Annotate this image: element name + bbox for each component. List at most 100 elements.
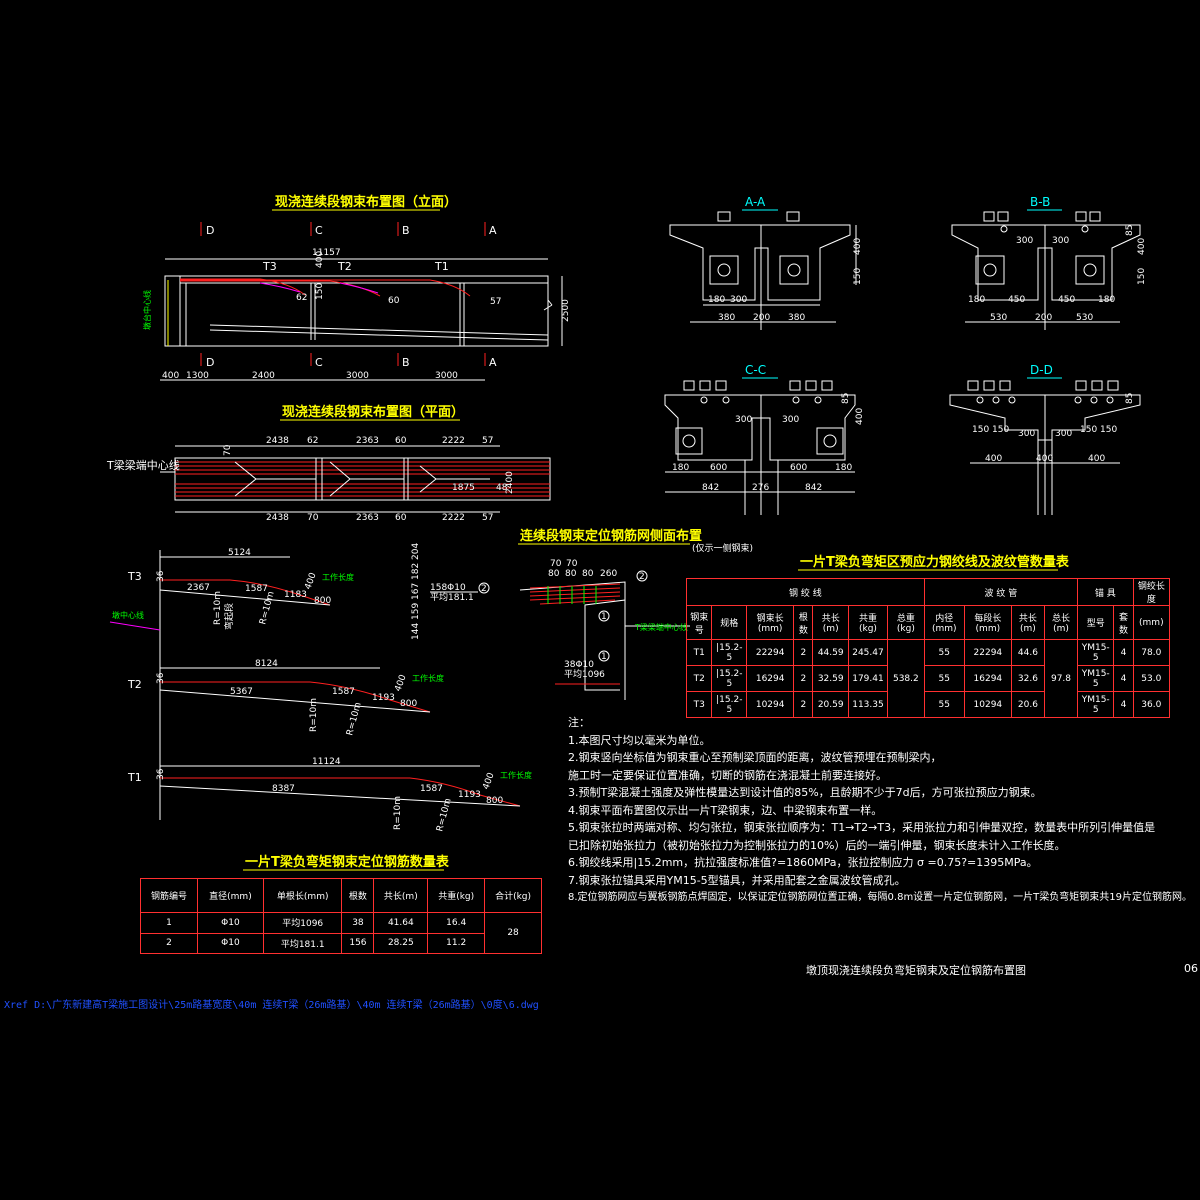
svg-text:85: 85 [1125,393,1135,404]
geom-t1-w: 400 [481,771,496,791]
section-aa: A-A 180 300 380 200 380 400 150 [669,195,863,330]
section-aa-title: A-A [745,195,766,209]
svg-text:276: 276 [752,483,769,493]
side-rebar2-len: 平均1096 [564,668,605,680]
section-cc: C-C 300 300 180 600 600 180 842 276 842 … [664,363,865,515]
svg-text:842: 842 [805,483,822,493]
elevation-height: 2500 [561,299,571,322]
geom-t3-d: 800 [314,596,331,606]
note-line: 5.钢束张拉时两端对称、均匀张拉，钢束张拉顺序为：T1→T2→T3，采用张拉力和… [568,821,1156,834]
elev-val-62: 62 [296,293,307,303]
svg-text:150: 150 [1137,268,1147,285]
plan-outline [174,457,551,501]
svg-text:204: 204 [411,543,421,560]
geom-t3-a: 2367 [187,583,210,593]
svg-text:530: 530 [990,313,1007,323]
plan-top-dim-5: 2222 [442,436,465,446]
side-vertical-marks: 144 159 167 182 204 [411,543,421,640]
side-rebar2: 38Φ10 [564,660,594,670]
svg-text:85: 85 [841,393,851,404]
geom-t1-v: 36 [156,768,166,780]
girder-outline [164,275,549,347]
side-top-4: 80 [565,569,577,579]
svg-text:400: 400 [855,408,865,425]
svg-text:180: 180 [672,463,689,473]
svg-text:180: 180 [1098,295,1115,305]
section-dd-boxes [967,380,1119,391]
tendon-label-t3: T3 [262,260,277,273]
plan-side-label: T梁梁端中心线 [106,458,180,472]
strand-total-length: 97.8 [1043,639,1079,718]
plan-mid-dim-1: 1875 [452,483,475,493]
mark-d-bottom: D [206,356,214,369]
plan-mid-dim-2: 48 [496,483,508,493]
elev-side-label: 墩台中心线 [142,290,152,330]
geom-t3-radius: R=10m [213,591,223,625]
tendon-t3 [180,278,306,296]
tendon-label-t1: T1 [434,260,449,273]
geom-t3-w: 400 [303,571,318,591]
section-bb-title: B-B [1030,195,1050,209]
geom-t1-radius-2: R=10m [435,797,453,832]
svg-text:85: 85 [1125,225,1135,236]
note-line: 已扣除初始张拉力（被初始张拉力为控制张拉力的10%）后的一端引伸量，钢束长度未计… [568,838,1066,852]
strand-group-duct: 波 纹 管 [923,578,1079,606]
table-row: T3 |15.2-5 10294 2 20.59 113.35 55 10294… [685,691,1171,718]
geom-t2-a: 5367 [230,687,253,697]
section-cc-title: C-C [745,363,766,377]
note-line: 施工时一定要保证位置准确，切断的钢筋在浇混凝土前要连接好。 [568,768,887,782]
tendon-geometry: 墩中心线 T3 5124 2367 1587 1183 800 36 400 工… [109,548,532,833]
elev-val-57: 57 [490,297,501,307]
note-line: 4.钢束平面布置图仅示出一片T梁钢束，边、中梁钢束布置一样。 [568,803,883,817]
strand-table-title: 一片T梁负弯矩区预应力钢绞线及波纹管数量表 [800,554,1070,570]
svg-text:380: 380 [718,313,735,323]
plan-bot-dim-1: 2438 [266,513,289,523]
geom-t1-d: 800 [486,796,503,806]
plan-mid-dim-4: 70 [223,444,233,456]
svg-text:182: 182 [411,563,421,580]
svg-text:150: 150 [853,268,863,285]
plan-top-dim-3: 2363 [356,436,379,446]
geom-t1-a: 8387 [272,784,295,794]
svg-text:450: 450 [1008,295,1025,305]
note-line: 8.定位钢筋网应与翼板钢筋点焊固定，以保证定位钢筋网位置正确，每隔0.8m设置一… [568,892,1193,903]
svg-text:300: 300 [782,415,799,425]
side-top-1: 70 [550,559,562,569]
elevation-view: 现浇连续段钢束布置图（立面） D C B A 11157 [142,194,571,381]
geom-t2-radius: R=10m [309,698,319,732]
geom-t1-total: 11124 [312,757,341,767]
svg-text:450: 450 [1058,295,1075,305]
plan-mid-dim-3: 2400 [505,471,515,494]
table-row: T2 |15.2-5 16294 2 32.59 179.41 55 16294… [685,665,1171,692]
geom-t1-tag: 工作长度 [500,770,532,780]
rebar-table: 钢筋编号 直径(mm) 单根长(mm) 根数 共长(m) 共重(kg) 合计(k… [140,878,542,954]
notes-block: 注： 1.本图尺寸均以毫米为单位。 2.钢束竖向坐标值为钢束重心至预制梁顶面的距… [568,714,1198,907]
geom-t2-v: 36 [156,672,166,684]
sheet-title: 墩顶现浇连续段负弯矩钢束及定位钢筋布置图 [806,964,1026,977]
table-row: 2 Φ10 平均181.1 156 28.25 11.2 [140,932,542,954]
side-top-2: 70 [566,559,578,569]
strand-table: 钢 绞 线 波 纹 管 锚 具 钢绞长度 钢束号 规格 钢束长(mm) 根数 共… [685,578,1171,718]
geom-t3-tag: 工作长度 [322,572,354,582]
elev-dim-5: 3000 [435,371,458,381]
svg-text:300: 300 [1016,236,1033,246]
svg-text:167: 167 [411,583,421,600]
svg-text:150: 150 [1100,425,1117,435]
plan-top-dim-4: 60 [395,436,407,446]
plan-title: 现浇连续段钢束布置图（平面） [282,404,464,420]
side-top-3: 80 [548,569,560,579]
sheet-number: 06 [1184,962,1198,975]
geom-t2-d: 800 [400,699,417,709]
geom-t1-b: 1587 [420,784,443,794]
strand-total-weight: 538.2 [887,639,925,718]
svg-text:150: 150 [992,425,1009,435]
svg-text:380: 380 [788,313,805,323]
section-marks-top: D C B A [200,222,497,237]
note-line: 7.钢束张拉锚具采用YM15-5型锚具，并采用配套之金属波纹管成孔。 [568,873,906,887]
svg-text:200: 200 [1035,313,1052,323]
table-row: T1 |15.2-5 22294 2 44.59 245.47 538.2 55… [685,639,1171,718]
side-title: 连续段钢束定位钢筋网侧面布置 [520,528,702,544]
xref-path: Xref D:\广东新建高T梁施工图设计\25m路基宽度\40m 连续T梁（26… [4,1000,539,1011]
elev-val-400: 400 [315,251,325,268]
section-bb: B-B 300 300 180 450 450 180 530 200 530 … [951,195,1147,330]
